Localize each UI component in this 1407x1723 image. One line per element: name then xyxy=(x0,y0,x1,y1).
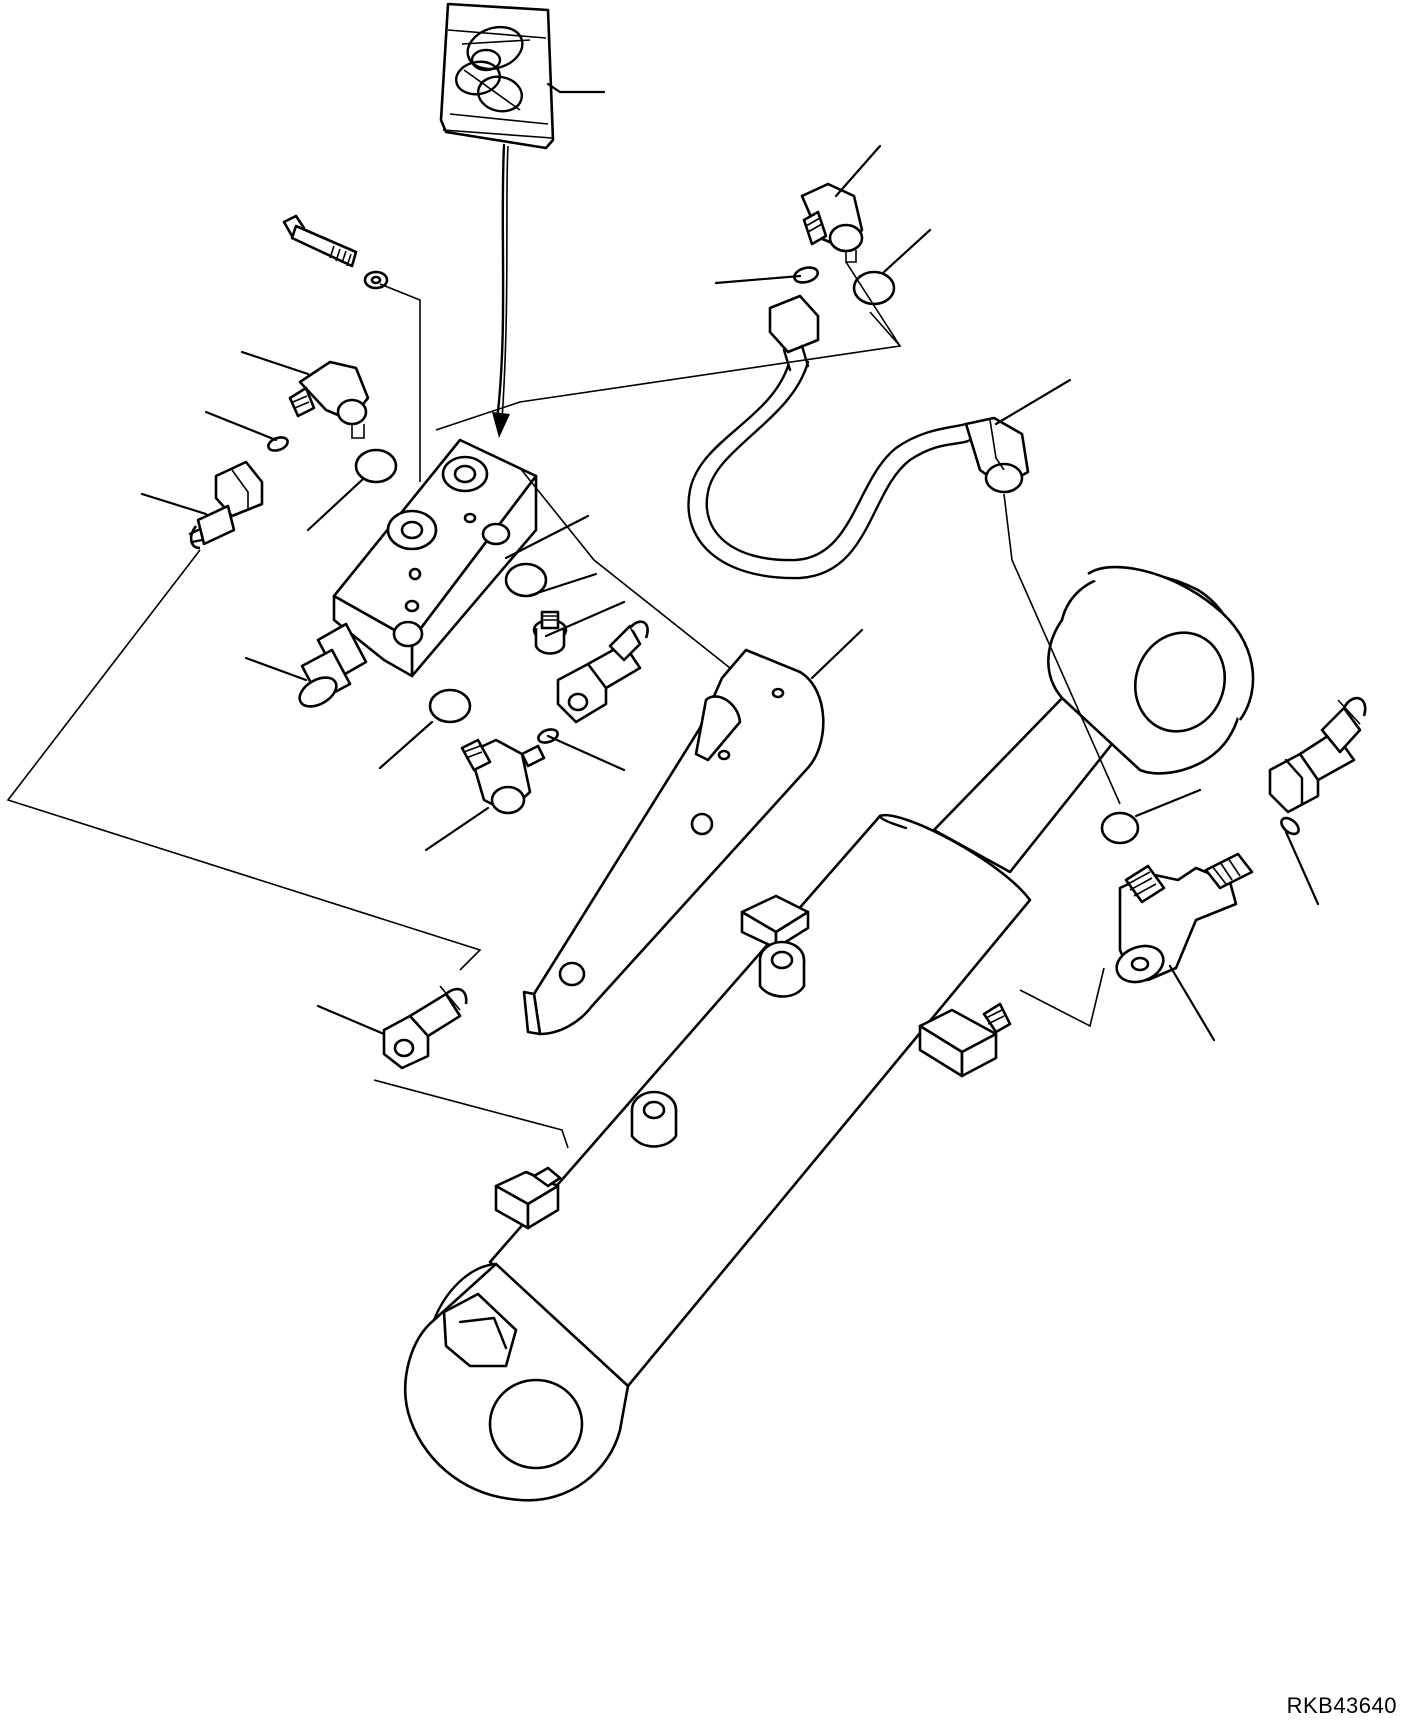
bleed-screw xyxy=(534,612,566,654)
oring-lower-valve xyxy=(430,690,470,722)
tee-fitting-right xyxy=(1112,854,1252,988)
oring-small-left xyxy=(267,435,290,453)
cylinder-tube xyxy=(490,815,1030,1386)
oring-top-right-small xyxy=(793,265,820,285)
connector-nut-left xyxy=(190,462,262,548)
elbow-fitting-left-top xyxy=(290,362,368,438)
oring-valve-large-right xyxy=(506,564,546,596)
cartridge-valve xyxy=(295,624,366,712)
cylinder-boss-lower xyxy=(632,1092,676,1147)
oring-right-small xyxy=(1278,815,1301,837)
cylinder-port-right xyxy=(920,1004,1010,1076)
bolt xyxy=(284,216,356,266)
bracket-plate xyxy=(524,650,823,1034)
elbow-fitting-top-right xyxy=(802,184,862,262)
callout-leader-lines xyxy=(142,84,1318,1040)
cylinder-bottom-eye xyxy=(405,1264,628,1500)
cylinder-port-lower xyxy=(496,1168,560,1228)
elbow-fitting-lower xyxy=(462,740,544,813)
oring-large-left xyxy=(356,450,396,482)
oring-right-large xyxy=(1102,813,1138,843)
cylinder-boss-upper xyxy=(760,942,804,997)
drawing-reference-code: RKB43640 xyxy=(1286,1693,1397,1718)
oring-valve-right xyxy=(483,524,509,544)
oring-top-right-large xyxy=(854,272,894,304)
rod-eye-end xyxy=(1048,567,1253,773)
connector-nut-center xyxy=(558,622,648,722)
assembly-reference-lines xyxy=(8,262,1120,1148)
connector-nut-right xyxy=(1270,698,1365,812)
hydraulic-tube xyxy=(688,296,1028,578)
seal-kit-bag xyxy=(441,4,553,438)
connector-nut-bottom-left xyxy=(384,986,466,1068)
